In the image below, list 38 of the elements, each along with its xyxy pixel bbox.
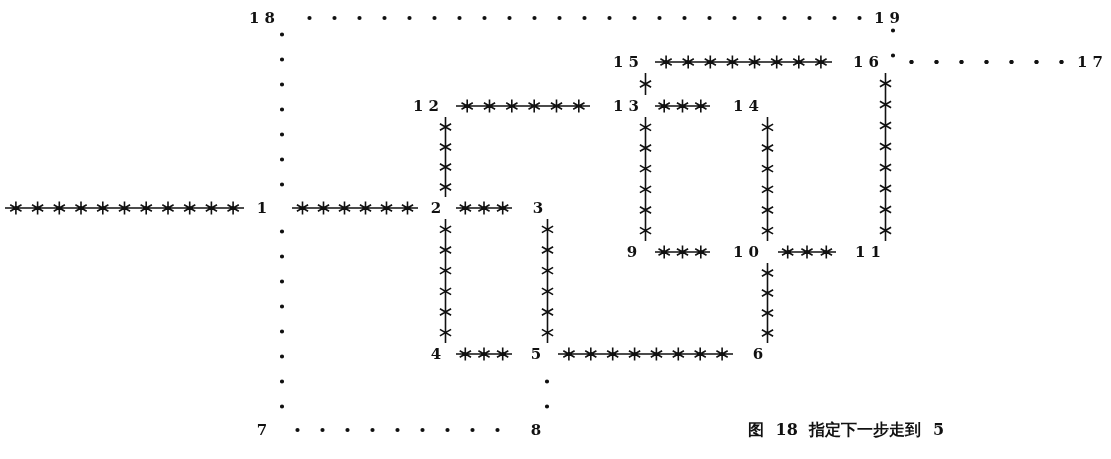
asterisk-path [761,262,774,344]
asterisk-path [455,346,513,362]
point-number: 1 [256,199,273,217]
asterisk-path [557,346,734,362]
asterisk-path [541,218,554,344]
point-number: 6 [752,345,769,363]
point-number: 3 [532,199,549,217]
asterisk-path [777,244,837,260]
point-number: 19 [874,9,905,27]
asterisk-path [639,72,652,96]
point-number: 15 [613,53,644,71]
point-number: 13 [613,97,644,115]
point-number: 9 [626,243,643,261]
point-number: 11 [855,243,886,261]
asterisk-path [654,98,711,114]
asterisk-path [455,200,513,216]
asterisk-path [439,116,452,198]
figure-caption: 图 18 指定下一步走到 5 [748,420,945,441]
asterisk-path [654,54,833,70]
point-number: 18 [249,9,280,27]
point-number: 16 [853,53,884,71]
point-number: 8 [530,421,547,439]
point-number: 2 [430,199,447,217]
asterisk-path [455,98,591,114]
point-number: 14 [733,97,764,115]
point-number: 17 [1077,53,1108,71]
point-number: 10 [733,243,764,261]
asterisk-path [761,116,774,242]
point-number: 7 [256,421,273,439]
point-number: 5 [530,345,547,363]
asterisk-path [879,72,892,242]
asterisk-path [439,218,452,344]
asterisk-path [654,244,711,260]
asterisk-path [4,200,245,216]
point-number: 4 [430,345,447,363]
point-number: 12 [413,97,444,115]
asterisk-path [291,200,419,216]
asterisk-path [639,116,652,242]
